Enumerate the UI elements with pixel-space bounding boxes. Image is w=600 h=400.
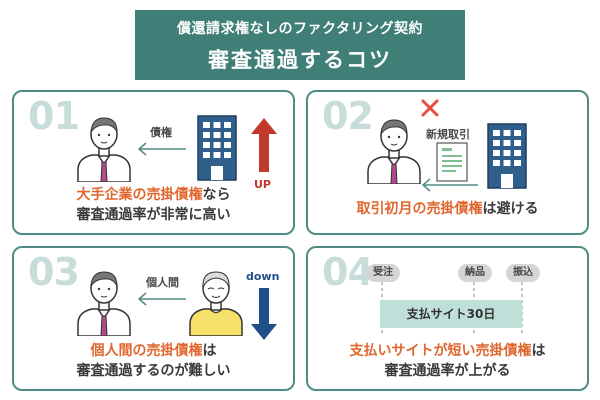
card-number: 02 [322, 94, 374, 138]
caption-line2: 審査通過率が上がる [384, 363, 511, 379]
card-number: 01 [28, 94, 80, 138]
timeline-delivery-pill: 納品 [458, 264, 492, 282]
elderly-person-icon [189, 271, 243, 336]
businessman-icon [77, 117, 131, 182]
caption-highlight: 個人間の売掛債権 [90, 343, 203, 359]
arrow-left-icon [137, 142, 186, 156]
office-building-icon [197, 115, 237, 181]
caption-rest: は [202, 343, 217, 359]
businessman-icon [77, 271, 131, 336]
tip-card-02: 02 新規取引 [306, 90, 589, 235]
card-caption: 取引初月の売掛債権は避ける [308, 199, 587, 219]
caption-rest: は [531, 343, 546, 359]
arrow-label: 個人間 [146, 276, 179, 289]
caption-highlight: 大手企業の売掛債権 [76, 187, 203, 203]
caption-line2: 審査通過率が非常に高い [76, 207, 231, 223]
caption-highlight: 取引初月の売掛債権 [356, 201, 483, 217]
down-label: down [246, 270, 280, 283]
timeline-order-pill: 受注 [366, 264, 400, 282]
title-line1: 償還請求権なしのファクタリング契約 [177, 21, 423, 37]
tip-card-01: 01 債権 UP 大手企業の売掛債権なら 審査通過率が非常に高い [12, 90, 295, 235]
timeline-payment-pill: 振込 [506, 264, 540, 282]
office-building-icon [487, 123, 527, 189]
title-banner: 償還請求権なしのファクタリング契約 審査通過するコツ [135, 10, 465, 80]
arrow-label: 新規取引 [426, 128, 470, 141]
tip-card-04: 04 受注 納品 振込 支払サイト30日 支払いサイトが短い売掛債権は 審査通過… [306, 246, 589, 391]
payment-site-bar: 支払サイト30日 [380, 300, 522, 328]
caption-highlight: 支払いサイトが短い売掛債権 [349, 343, 532, 359]
card-number: 03 [28, 250, 80, 294]
card-caption: 支払いサイトが短い売掛債権は 審査通過率が上がる [308, 341, 587, 381]
document-icon [436, 142, 468, 182]
arrow-left-icon [137, 292, 186, 306]
title-line2: 審査通過するコツ [208, 48, 392, 72]
arrow-left-icon [421, 178, 478, 192]
down-arrow-icon [251, 288, 277, 340]
caption-line2: 審査通過するのが難しい [76, 363, 231, 379]
businessman-icon [367, 119, 421, 184]
up-arrow-icon [251, 118, 277, 172]
timeline-guides [381, 282, 523, 334]
tip-card-03: 03 個人間 down 個人間の売掛債権は 審査通過するのが難しい [12, 246, 295, 391]
caption-rest: なら [202, 187, 231, 203]
card-caption: 大手企業の売掛債権なら 審査通過率が非常に高い [14, 185, 293, 225]
cross-icon [421, 99, 439, 117]
card-caption: 個人間の売掛債権は 審査通過するのが難しい [14, 341, 293, 381]
caption-rest: は避ける [482, 201, 539, 217]
up-label: UP [254, 178, 271, 191]
card-number: 04 [322, 250, 374, 294]
arrow-label: 債権 [150, 126, 172, 139]
